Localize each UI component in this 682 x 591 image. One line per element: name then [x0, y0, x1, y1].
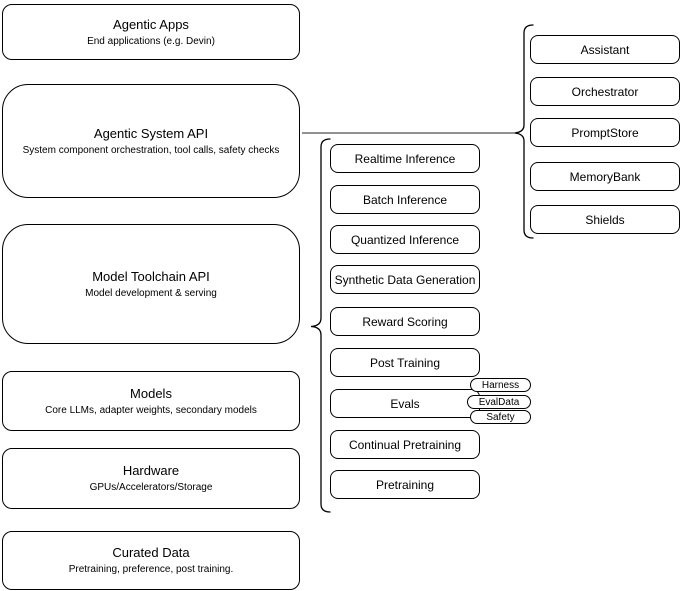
node-realtime-inference: Realtime Inference [330, 144, 480, 173]
agentic-system-api-title: Agentic System API [93, 125, 209, 141]
pill-evaldata: EvalData [467, 395, 531, 409]
agentic-apps-box: Agentic Apps End applications (e.g. Devi… [2, 4, 300, 60]
model-toolchain-api-title: Model Toolchain API [92, 268, 210, 284]
model-toolchain-api-box: Model Toolchain API Model development & … [2, 224, 300, 344]
node-evals: Evals [330, 389, 480, 418]
node-quantized-inference: Quantized Inference [330, 225, 480, 254]
node-continual-pretraining: Continual Pretraining [330, 430, 480, 459]
node-promptstore: PromptStore [530, 118, 680, 147]
curated-data-box: Curated Data Pretraining, preference, po… [2, 531, 300, 590]
agentic-system-api-box: Agentic System API System component orch… [2, 84, 300, 198]
node-assistant: Assistant [530, 35, 680, 64]
agentic-apps-title: Agentic Apps [113, 16, 189, 32]
node-shields: Shields [530, 205, 680, 234]
hardware-subtitle: GPUs/Accelerators/Storage [89, 482, 213, 493]
node-synthetic-data-generation: Synthetic Data Generation [330, 265, 480, 294]
node-batch-inference: Batch Inference [330, 185, 480, 214]
node-memorybank: MemoryBank [530, 162, 680, 191]
curated-data-subtitle: Pretraining, preference, post training. [68, 564, 234, 575]
agentic-system-api-subtitle: System component orchestration, tool cal… [22, 144, 280, 156]
node-reward-scoring: Reward Scoring [330, 307, 480, 336]
curated-data-title: Curated Data [112, 545, 190, 560]
toolchain-components-brace [310, 138, 331, 513]
hardware-box: Hardware GPUs/Accelerators/Storage [2, 448, 300, 509]
models-box: Models Core LLMs, adapter weights, secon… [2, 371, 300, 431]
node-orchestrator: Orchestrator [530, 77, 680, 106]
pill-safety: Safety [470, 410, 531, 424]
model-toolchain-api-subtitle: Model development & serving [85, 287, 217, 299]
hardware-title: Hardware [122, 463, 180, 478]
node-pretraining: Pretraining [330, 470, 480, 499]
models-subtitle: Core LLMs, adapter weights, secondary mo… [45, 404, 257, 416]
agentic-apps-subtitle: End applications (e.g. Devin) [87, 35, 215, 47]
node-post-training: Post Training [330, 348, 480, 377]
models-title: Models [130, 385, 172, 401]
pill-harness: Harness [470, 378, 531, 392]
